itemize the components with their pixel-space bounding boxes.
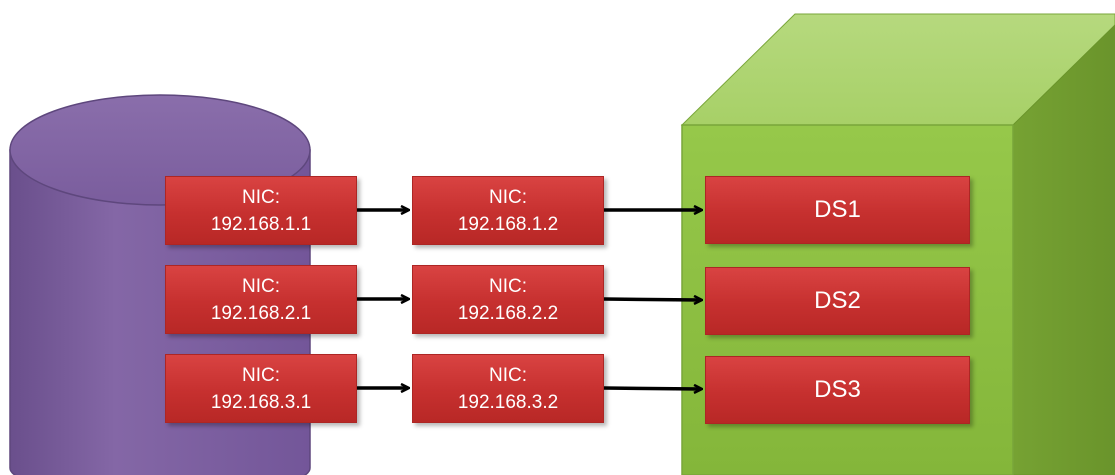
datastore-1: DS1 — [705, 176, 970, 244]
nic-label: NIC: — [489, 186, 527, 208]
nic-ip-address: 192.168.1.1 — [210, 213, 312, 235]
nic-label: NIC: — [242, 186, 280, 208]
datastore-2: DS2 — [705, 267, 970, 335]
target-nic-3: NIC: 192.168.3.2 — [412, 354, 604, 423]
arrow-right-icon — [603, 388, 701, 389]
nic-label: NIC: — [242, 275, 280, 297]
nic-label: NIC: — [489, 364, 527, 386]
source-nic-3: NIC: 192.168.3.1 — [165, 354, 357, 423]
source-nic-2: NIC: 192.168.2.1 — [165, 265, 357, 334]
datastore-3: DS3 — [705, 356, 970, 424]
datastore-label: DS3 — [814, 376, 861, 403]
nic-label: NIC: — [242, 364, 280, 386]
nic-ip-address: 192.168.2.2 — [457, 302, 559, 324]
nic-ip-address: 192.168.3.1 — [210, 391, 312, 413]
target-nic-1: NIC: 192.168.1.2 — [412, 176, 604, 245]
arrow-right-icon — [603, 299, 701, 300]
datastore-label: DS1 — [814, 196, 861, 223]
datastore-label: DS2 — [814, 287, 861, 314]
nic-ip-address: 192.168.2.1 — [210, 302, 312, 324]
nic-label: NIC: — [489, 275, 527, 297]
connection-arrows — [357, 210, 701, 389]
nic-ip-address: 192.168.1.2 — [457, 213, 559, 235]
target-nic-2: NIC: 192.168.2.2 — [412, 265, 604, 334]
source-nic-1: NIC: 192.168.1.1 — [165, 176, 357, 245]
nic-ip-address: 192.168.3.2 — [457, 391, 559, 413]
